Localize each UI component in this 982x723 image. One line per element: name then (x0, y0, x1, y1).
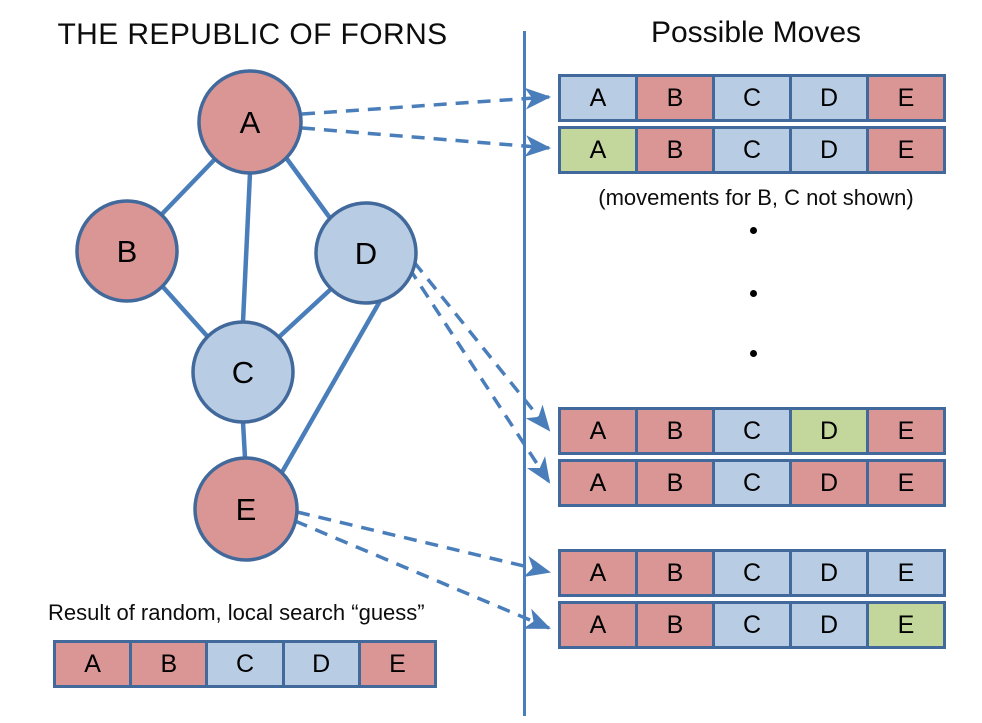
dashed-e-to-move5 (296, 510, 552, 578)
result-cell-c[interactable]: C (208, 643, 285, 685)
move-e-1-cell-c[interactable]: C (715, 552, 792, 594)
move-a-1-cell-e[interactable]: E (869, 77, 943, 119)
move-a-1-cell-b[interactable]: B (638, 77, 715, 119)
edge-b-c (160, 284, 211, 340)
edge-c-d (276, 286, 334, 340)
move-a-2-cell-e[interactable]: E (869, 129, 943, 171)
move-d-1-cell-a[interactable]: A (561, 410, 638, 452)
dashed-connectors-e (294, 510, 552, 630)
result-cell-b[interactable]: B (132, 643, 209, 685)
edge-d-e (278, 298, 383, 477)
dashed-d-to-move3 (412, 260, 551, 432)
move-a-1-cell-c[interactable]: C (715, 77, 792, 119)
dashed-a-to-move2 (301, 126, 552, 157)
move-a-1-cell-d[interactable]: D (792, 77, 869, 119)
node-b-circle (75, 199, 179, 303)
move-d-2-cell-b[interactable]: B (638, 462, 715, 504)
move-d-2-cell-a[interactable]: A (561, 462, 638, 504)
move-d-1-cell-d[interactable]: D (792, 410, 869, 452)
move-a-2-cell-d[interactable]: D (792, 129, 869, 171)
move-a-2-cell-b[interactable]: B (638, 129, 715, 171)
graph-edges (159, 156, 383, 477)
result-caption: Result of random, local search “guess” (48, 600, 425, 625)
ellipsis-dot-1 (750, 227, 757, 234)
dashed-e-to-move6 (294, 519, 551, 630)
dashed-connectors-a (301, 87, 552, 157)
node-a-circle (197, 69, 303, 175)
edge-c-e (240, 419, 248, 461)
move-e-1-cell-d[interactable]: D (792, 552, 869, 594)
move-d-2-cell-e[interactable]: E (869, 462, 943, 504)
page-title-left: THE REPUBLIC OF FORNS (57, 18, 448, 51)
move-e-2-cell-a[interactable]: A (561, 604, 638, 646)
move-e-1-cell-a[interactable]: A (561, 552, 638, 594)
dashed-connectors-d (407, 260, 551, 484)
move-e-2-cell-b[interactable]: B (638, 604, 715, 646)
result-cell-a[interactable]: A (56, 643, 133, 685)
move-a-2-cell-a[interactable]: A (561, 129, 638, 171)
result-cell-e[interactable]: E (360, 643, 435, 685)
node-e-circle (193, 456, 299, 562)
move-e-1-cell-b[interactable]: B (638, 552, 715, 594)
move-a-2-cell-c[interactable]: C (715, 129, 792, 171)
dashed-d-to-move4 (407, 267, 551, 484)
dashed-a-to-move1 (301, 87, 552, 116)
result-cell-d[interactable]: D (284, 643, 361, 685)
move-e-2-cell-e[interactable]: E (869, 604, 943, 646)
ellipsis-dot-2 (750, 290, 757, 297)
move-e-2-cell-c[interactable]: C (715, 604, 792, 646)
edge-a-c (240, 170, 253, 325)
move-e-2-cell-d[interactable]: D (792, 604, 869, 646)
move-d-1-cell-c[interactable]: C (715, 410, 792, 452)
move-d-2-cell-c[interactable]: C (715, 462, 792, 504)
edge-a-d (284, 156, 333, 221)
move-d-2-cell-d[interactable]: D (792, 462, 869, 504)
page-title-right: Possible Moves (650, 16, 862, 49)
move-d-1-cell-b[interactable]: B (638, 410, 715, 452)
node-d-circle (314, 201, 418, 305)
move-d-1-cell-e[interactable]: E (869, 410, 943, 452)
edge-a-b (159, 156, 218, 217)
move-e-1-cell-e[interactable]: E (869, 552, 943, 594)
ellipsis-dot-3 (750, 350, 757, 357)
moves-note: (movements for B, C not shown) (598, 185, 914, 210)
graph-nodes (75, 69, 418, 562)
move-a-1-cell-a[interactable]: A (561, 77, 638, 119)
node-c-circle (191, 320, 295, 424)
